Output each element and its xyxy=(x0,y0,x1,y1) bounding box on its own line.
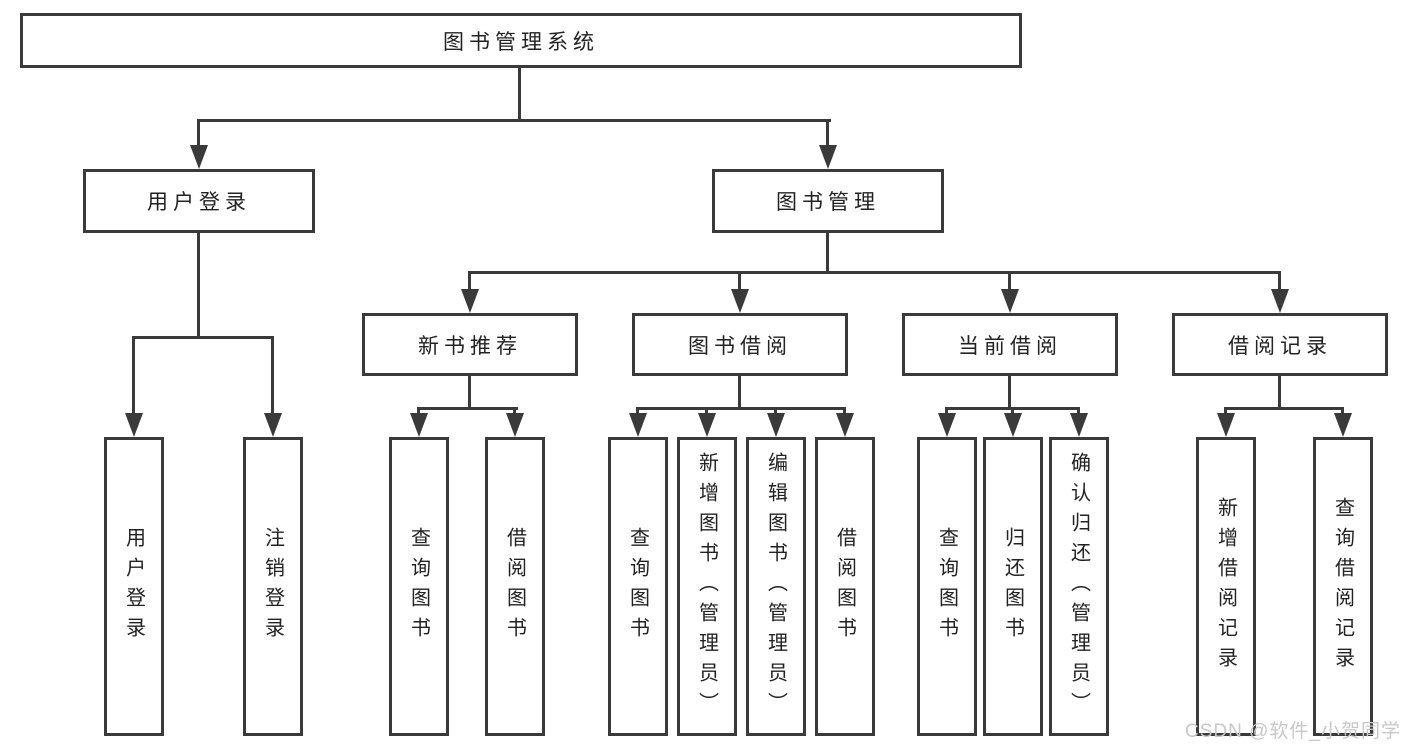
node-current-borrowing: 当前借阅 xyxy=(902,313,1118,376)
arrowhead-down-icon xyxy=(629,413,647,437)
arrowhead-down-icon xyxy=(819,145,837,169)
leaf-return-books: 归还图书 xyxy=(983,437,1043,736)
leaf-logout: 注销登录 xyxy=(243,437,303,736)
node-borrowing-records: 借阅记录 xyxy=(1172,313,1388,376)
arrowhead-down-icon xyxy=(1271,289,1289,313)
arrowhead-down-icon xyxy=(767,413,785,437)
connector-level3-rail xyxy=(468,271,1281,274)
connector-drop-leaf xyxy=(1224,407,1227,415)
connector-drop-leaf xyxy=(1011,407,1014,415)
connector-borrowing-stub xyxy=(738,376,741,410)
arrowhead-down-icon xyxy=(264,413,282,437)
connector-drop-leaf xyxy=(271,336,274,414)
connector-drop-level3 xyxy=(738,271,741,290)
node-book-management: 图书管理 xyxy=(712,169,944,233)
arrowhead-down-icon xyxy=(1004,413,1022,437)
node-user-login: 用户登录 xyxy=(83,169,315,233)
arrowhead-down-icon xyxy=(731,289,749,313)
leaf-query-books-current: 查询图书 xyxy=(917,437,977,736)
connector-drop-user-login xyxy=(197,119,200,147)
arrowhead-down-icon xyxy=(836,413,854,437)
connector-user-login-stub xyxy=(197,233,200,339)
connector-drop-leaf xyxy=(1077,407,1080,415)
leaf-edit-books-admin: 编辑图书（管理员） xyxy=(746,437,806,736)
leaf-borrow-books-recommend: 借阅图书 xyxy=(485,437,545,736)
arrowhead-down-icon xyxy=(461,289,479,313)
watermark-csdn: CSDN @软件_小贺同学 xyxy=(1185,721,1401,742)
node-book-borrowing: 图书借阅 xyxy=(632,313,848,376)
connector-drop-leaf xyxy=(417,407,420,415)
connector-drop-leaf xyxy=(945,407,948,415)
arrowhead-down-icon xyxy=(506,413,524,437)
connector-drop-leaf xyxy=(513,407,516,415)
connector-drop-book-management xyxy=(826,119,829,147)
connector-drop-leaf xyxy=(1341,407,1344,415)
connector-level2-rail xyxy=(197,119,831,122)
connector-drop-level3 xyxy=(1278,271,1281,290)
arrowhead-down-icon xyxy=(1334,413,1352,437)
arrowhead-down-icon xyxy=(125,413,143,437)
leaf-borrow-books: 借阅图书 xyxy=(815,437,875,736)
arrowhead-down-icon xyxy=(1070,413,1088,437)
connector-drop-leaf xyxy=(132,336,135,414)
connector-recommend-stub xyxy=(468,376,471,410)
leaf-query-books-recommend: 查询图书 xyxy=(389,437,449,736)
arrowhead-down-icon xyxy=(938,413,956,437)
connector-drop-leaf xyxy=(636,407,639,415)
arrowhead-down-icon xyxy=(190,145,208,169)
connector-drop-leaf xyxy=(705,407,708,415)
connector-book-management-stub xyxy=(826,233,829,274)
leaf-query-borrow-record: 查询借阅记录 xyxy=(1313,437,1373,736)
leaf-user-login: 用户登录 xyxy=(104,437,164,736)
connector-user-login-rail xyxy=(132,336,274,339)
connector-recommend-rail xyxy=(417,407,518,410)
leaf-query-books-borrowing: 查询图书 xyxy=(608,437,668,736)
connector-drop-level3 xyxy=(468,271,471,290)
connector-records-stub xyxy=(1278,376,1281,410)
arrowhead-down-icon xyxy=(698,413,716,437)
connector-root-stub xyxy=(518,68,521,122)
connector-records-rail xyxy=(1224,407,1344,410)
connector-drop-leaf xyxy=(774,407,777,415)
leaf-confirm-return-admin: 确认归还（管理员） xyxy=(1049,437,1109,736)
connector-drop-leaf xyxy=(843,407,846,415)
leaf-add-books-admin: 新增图书（管理员） xyxy=(677,437,737,736)
arrowhead-down-icon xyxy=(1001,289,1019,313)
connector-current-stub xyxy=(1008,376,1011,410)
arrowhead-down-icon xyxy=(410,413,428,437)
connector-drop-level3 xyxy=(1008,271,1011,290)
node-new-book-recommendation: 新书推荐 xyxy=(362,313,578,376)
arrowhead-down-icon xyxy=(1217,413,1235,437)
connector-borrowing-rail xyxy=(636,407,846,410)
node-library-management-system: 图书管理系统 xyxy=(20,13,1022,68)
leaf-add-borrow-record: 新增借阅记录 xyxy=(1196,437,1256,736)
